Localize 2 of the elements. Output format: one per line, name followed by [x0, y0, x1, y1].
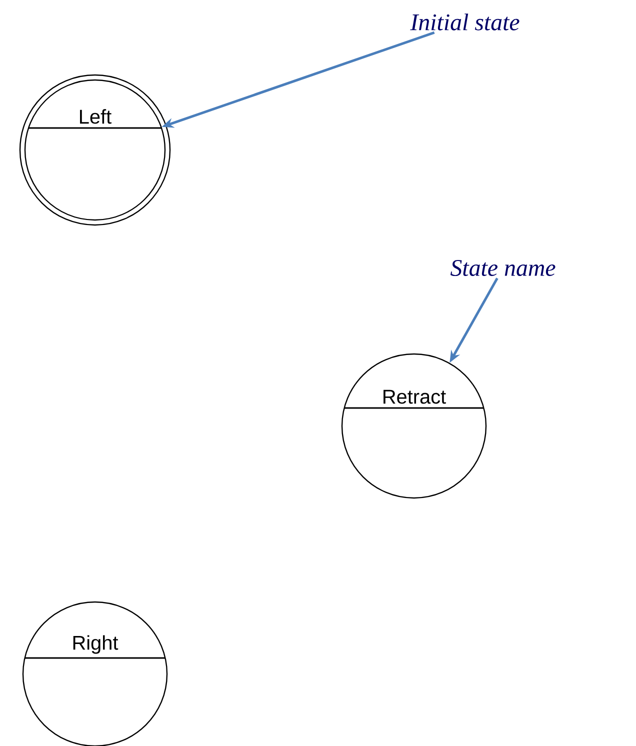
annotation-text: State name [450, 260, 556, 276]
annotation-text: Initial state [410, 14, 520, 30]
